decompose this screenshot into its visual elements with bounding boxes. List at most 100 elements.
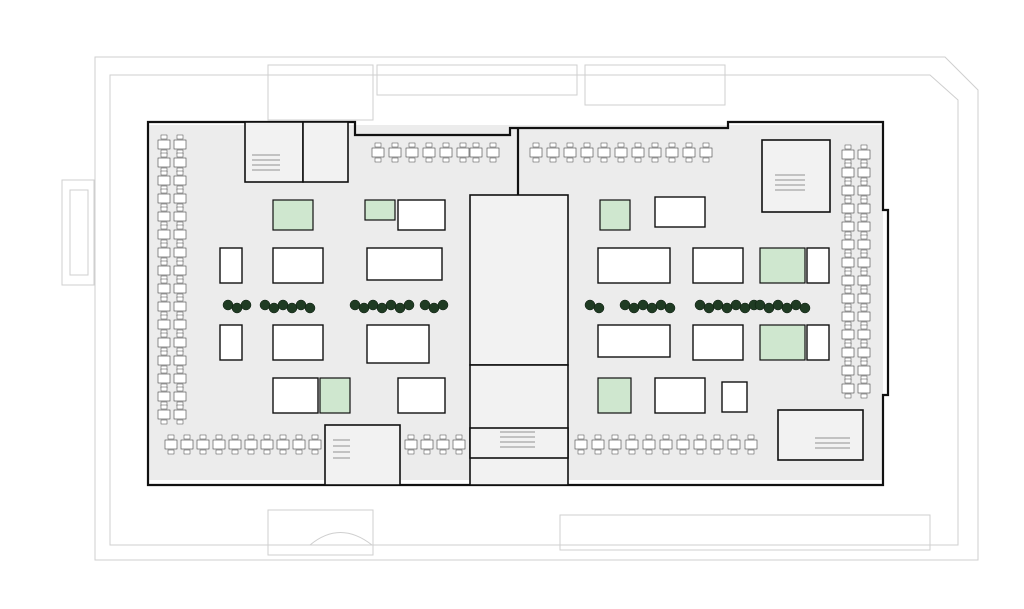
desk-icon <box>452 439 466 450</box>
chair-icon <box>844 378 852 384</box>
chair-icon <box>176 224 184 230</box>
desk-icon <box>173 355 187 366</box>
chair-icon <box>407 449 415 455</box>
tree-icon <box>295 299 307 311</box>
chair-icon <box>160 134 168 140</box>
desk-icon <box>212 439 226 450</box>
meeting-room <box>364 199 396 221</box>
chair-icon <box>311 434 319 440</box>
chair-icon <box>247 449 255 455</box>
meeting-room <box>759 247 806 284</box>
chair-icon <box>844 342 852 348</box>
desk-icon <box>608 439 622 450</box>
desk-icon <box>841 185 855 196</box>
core-southeast <box>777 409 864 461</box>
chair-icon <box>685 142 693 148</box>
chair-icon <box>860 180 868 186</box>
meeting-room <box>366 247 443 281</box>
tree-icon <box>277 299 289 311</box>
chair-icon <box>844 180 852 186</box>
tree-icon <box>584 299 596 311</box>
chair-icon <box>199 434 207 440</box>
chair-icon <box>472 142 480 148</box>
desk-icon <box>625 439 639 450</box>
desk-icon <box>180 439 194 450</box>
chair-icon <box>844 360 852 366</box>
desk-icon <box>405 147 419 158</box>
desk-icon <box>857 257 871 268</box>
chair-icon <box>860 342 868 348</box>
chair-icon <box>472 157 480 163</box>
desk-icon <box>857 149 871 160</box>
chair-icon <box>374 157 382 163</box>
desk-icon <box>642 439 656 450</box>
chair-icon <box>160 368 168 374</box>
chair-icon <box>662 449 670 455</box>
chair-icon <box>408 157 416 163</box>
chair-icon <box>860 270 868 276</box>
chair-icon <box>160 296 168 302</box>
chair-icon <box>662 434 670 440</box>
desk-icon <box>659 439 673 450</box>
tree-icon <box>367 299 379 311</box>
desk-icon <box>173 409 187 420</box>
desk-icon <box>173 265 187 276</box>
chair-icon <box>160 206 168 212</box>
chair-icon <box>549 142 557 148</box>
chair-icon <box>391 142 399 148</box>
meeting-room <box>597 377 632 414</box>
meeting-room <box>806 324 830 361</box>
chair-icon <box>844 393 852 399</box>
desk-icon <box>841 149 855 160</box>
tree-icon <box>664 302 676 314</box>
chair-icon <box>860 324 868 330</box>
chair-icon <box>844 324 852 330</box>
chair-icon <box>713 449 721 455</box>
tree-icon <box>730 299 742 311</box>
chair-icon <box>183 434 191 440</box>
chair-icon <box>860 234 868 240</box>
desk-icon <box>173 391 187 402</box>
tree-icon <box>259 299 271 311</box>
chair-icon <box>702 142 710 148</box>
chair-icon <box>425 157 433 163</box>
meeting-room <box>597 247 671 284</box>
desk-icon <box>157 139 171 150</box>
meeting-room <box>319 377 351 414</box>
desk-icon <box>841 329 855 340</box>
desk-icon <box>157 319 171 330</box>
tree-icon <box>231 302 243 314</box>
chair-icon <box>247 434 255 440</box>
chair-icon <box>617 157 625 163</box>
meeting-room <box>806 247 830 284</box>
chair-icon <box>566 142 574 148</box>
chair-icon <box>489 142 497 148</box>
chair-icon <box>263 434 271 440</box>
stair-icon <box>815 437 850 449</box>
chair-icon <box>713 434 721 440</box>
chair-icon <box>844 198 852 204</box>
core-northeast <box>761 139 831 213</box>
desk-icon <box>157 373 171 384</box>
desk-icon <box>631 147 645 158</box>
meeting-room <box>397 199 446 231</box>
tree-icon <box>349 299 361 311</box>
tree-icon <box>754 299 766 311</box>
chair-icon <box>215 449 223 455</box>
chair-icon <box>442 157 450 163</box>
chair-icon <box>577 434 585 440</box>
chair-icon <box>583 142 591 148</box>
chair-icon <box>651 157 659 163</box>
desk-icon <box>157 175 171 186</box>
tree-icon <box>286 302 298 314</box>
desk-icon <box>371 147 385 158</box>
desk-icon <box>857 185 871 196</box>
chair-icon <box>489 157 497 163</box>
chair-icon <box>668 157 676 163</box>
desk-icon <box>173 247 187 258</box>
desk-icon <box>244 439 258 450</box>
desk-icon <box>841 293 855 304</box>
desk-icon <box>388 147 402 158</box>
core-southwest <box>324 424 401 486</box>
desk-icon <box>841 365 855 376</box>
